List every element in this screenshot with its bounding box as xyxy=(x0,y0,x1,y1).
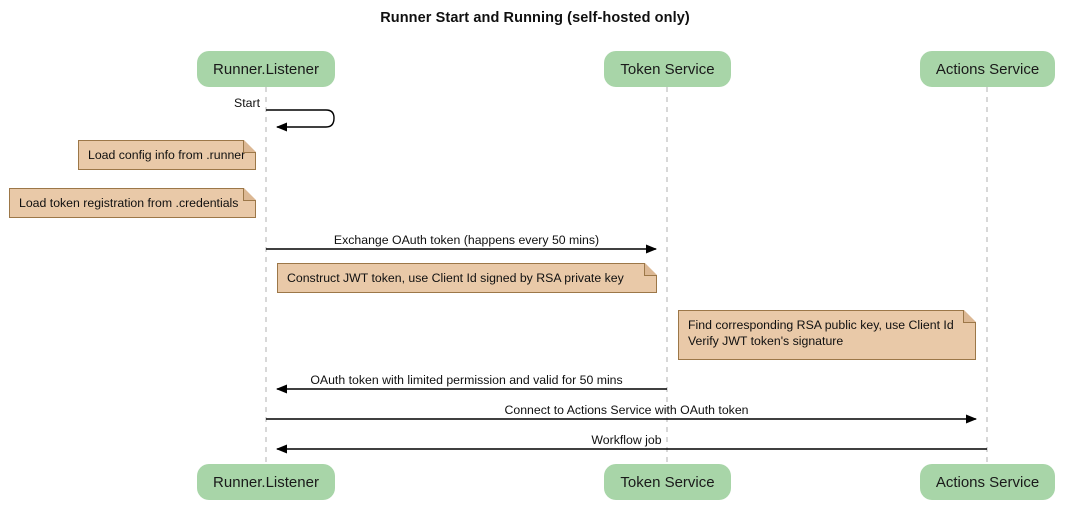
note-text: Find corresponding RSA public key, use C… xyxy=(688,318,954,348)
note-load-config: Load config info from .runner xyxy=(78,139,257,170)
note-verify-jwt: Find corresponding RSA public key, use C… xyxy=(678,309,977,360)
note-fold-corner-icon xyxy=(243,139,257,153)
participant-label: Runner.Listener xyxy=(213,60,319,78)
participant-bottom-runner[interactable]: Runner.Listener xyxy=(197,464,335,500)
note-text: Load config info from .runner xyxy=(88,148,246,162)
lifelines-group xyxy=(265,87,988,464)
message-label-start: Start xyxy=(234,96,260,110)
participant-top-actions[interactable]: Actions Service xyxy=(920,51,1055,87)
arrows-group xyxy=(266,109,987,454)
participant-label: Runner.Listener xyxy=(213,473,319,491)
note-construct-jwt: Construct JWT token, use Client Id signe… xyxy=(277,262,658,293)
message-label-workflow-job: Workflow job xyxy=(591,433,662,447)
participant-label: Token Service xyxy=(620,473,715,491)
note-fold-corner-icon xyxy=(243,187,257,201)
participant-bottom-token[interactable]: Token Service xyxy=(604,464,731,500)
note-text: Load token registration from .credential… xyxy=(19,196,239,210)
participant-label: Token Service xyxy=(620,60,715,78)
note-fold-corner-icon xyxy=(644,262,658,276)
participant-bottom-actions[interactable]: Actions Service xyxy=(920,464,1055,500)
participant-top-token[interactable]: Token Service xyxy=(604,51,731,87)
message-label-oauth-return: OAuth token with limited permission and … xyxy=(310,373,623,387)
participant-top-runner[interactable]: Runner.Listener xyxy=(197,51,335,87)
note-load-token: Load token registration from .credential… xyxy=(9,187,257,218)
page-title: Runner Start and Running (self-hosted on… xyxy=(380,10,690,26)
message-label-connect-actions: Connect to Actions Service with OAuth to… xyxy=(504,403,749,417)
participant-label: Actions Service xyxy=(935,473,1040,491)
note-fold-corner-icon xyxy=(963,309,977,323)
note-text: Construct JWT token, use Client Id signe… xyxy=(287,271,624,285)
participant-label: Actions Service xyxy=(935,60,1040,78)
message-label-exchange-oauth: Exchange OAuth token (happens every 50 m… xyxy=(333,233,600,247)
message-arrow-start xyxy=(266,109,335,132)
